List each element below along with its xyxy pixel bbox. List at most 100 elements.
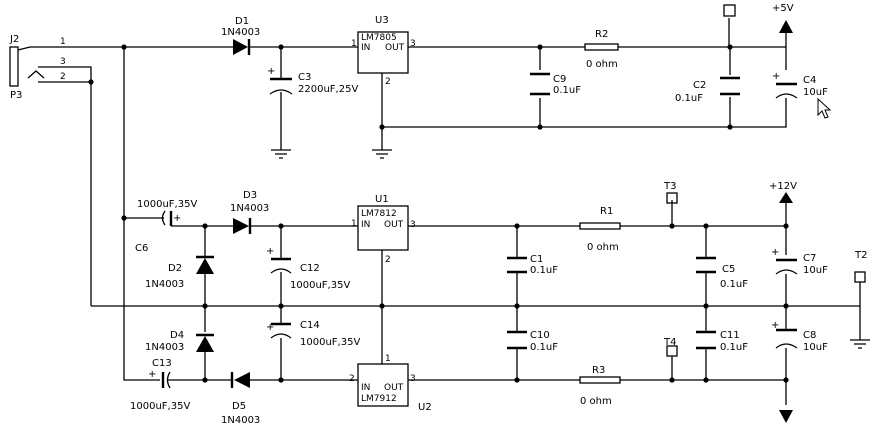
c4-value: 10uF xyxy=(803,87,828,98)
u1-out: OUT xyxy=(384,220,404,230)
u2-part: LM7912 xyxy=(361,394,397,404)
j2-pin3: 3 xyxy=(60,57,66,67)
connector-j2: J2 P3 1 3 2 xyxy=(9,34,66,101)
capacitor-c11: C11 0.1uF xyxy=(696,330,748,353)
d4-ref: D4 xyxy=(170,330,184,341)
capacitor-c3: + C3 2200uF,25V xyxy=(267,66,358,159)
diode-symbol xyxy=(234,372,250,388)
c13-ref: C13 xyxy=(152,358,172,369)
c9-ref: C9 xyxy=(553,74,566,85)
c5-value: 0.1uF xyxy=(720,279,748,290)
r1-ref: R1 xyxy=(600,206,613,217)
c8-polarity: + xyxy=(771,320,779,331)
junction-dot xyxy=(537,124,543,130)
junction-dot xyxy=(202,223,208,229)
capacitor-c8: + C8 10uF xyxy=(771,320,828,353)
junction-dot xyxy=(121,215,127,221)
r1-value: 0 ohm xyxy=(587,242,619,253)
arrow-up-icon xyxy=(779,192,793,203)
regulator-u1: U1 LM7812 IN OUT 1 3 2 xyxy=(351,194,416,265)
p3-label: P3 xyxy=(10,90,22,101)
d3-ref: D3 xyxy=(243,190,257,201)
d2-value: 1N4003 xyxy=(145,279,184,290)
resistor-r2: R2 0 ohm xyxy=(584,29,619,70)
c3-value: 2200uF,25V xyxy=(298,84,358,95)
ground-symbol xyxy=(271,149,291,159)
c13-value: 1000uF,35V xyxy=(130,401,190,412)
junction-dot xyxy=(669,223,675,229)
d4-value: 1N4003 xyxy=(145,342,184,353)
c14-ref: C14 xyxy=(300,320,320,331)
c11-value: 0.1uF xyxy=(720,342,748,353)
plus5-label: +5V xyxy=(772,3,794,14)
junction-dot xyxy=(514,377,520,383)
u3-in: IN xyxy=(361,43,370,53)
capacitor-c4: + C4 10uF xyxy=(772,71,828,99)
u2-in: IN xyxy=(361,383,370,393)
c13-polarity: + xyxy=(148,369,156,380)
junctions xyxy=(88,44,789,383)
u3-part: LM7805 xyxy=(361,33,397,43)
capacitor-c6: + 1000uF,35V C6 xyxy=(135,199,197,254)
plus12-label: +12V xyxy=(769,181,797,192)
j2-pin1: 1 xyxy=(60,37,66,47)
ground-symbol xyxy=(850,339,870,349)
d5-value: 1N4003 xyxy=(221,415,260,423)
t3-label: T3 xyxy=(663,181,676,192)
junction-dot xyxy=(379,303,385,309)
diode-d5: D5 1N4003 xyxy=(221,372,260,423)
u2-ref: U2 xyxy=(418,402,432,413)
d1-value: 1N4003 xyxy=(221,27,260,38)
u1-in: IN xyxy=(361,220,370,230)
diode-d4: D4 1N4003 xyxy=(145,330,214,353)
arrow-up-icon xyxy=(779,20,793,33)
u3-out: OUT xyxy=(385,43,405,53)
u2-pin-in: 2 xyxy=(349,374,355,384)
c14-value: 1000uF,35V xyxy=(300,337,360,348)
capacitor-c13: + C13 1000uF,35V xyxy=(130,358,190,412)
u2-out: OUT xyxy=(384,383,404,393)
junction-dot xyxy=(379,124,385,130)
capacitor-c9: C9 0.1uF xyxy=(530,72,581,96)
diode-symbol xyxy=(196,336,214,352)
r3-value: 0 ohm xyxy=(580,396,612,407)
c2-ref: C2 xyxy=(693,80,706,91)
r2-value: 0 ohm xyxy=(586,59,618,70)
rail-plus12: +12V xyxy=(769,181,797,203)
junction-dot xyxy=(703,303,709,309)
junction-dot xyxy=(278,44,284,50)
junction-dot xyxy=(703,223,709,229)
c12-polarity: + xyxy=(266,246,274,257)
u3-ref: U3 xyxy=(375,15,389,26)
junction-dot xyxy=(278,303,284,309)
testpoint-t3: T3 xyxy=(663,181,678,204)
j2-label: J2 xyxy=(9,34,19,45)
diode-symbol xyxy=(196,258,214,274)
arrow-down-icon xyxy=(779,410,793,423)
testpoint-t2: T2 xyxy=(850,250,870,349)
c3-polarity: + xyxy=(267,66,275,77)
resistor-r1: R1 0 ohm xyxy=(579,206,621,253)
c7-ref: C7 xyxy=(803,253,816,264)
testpoint-t4: T4 xyxy=(663,337,678,357)
junction-dot xyxy=(783,377,789,383)
u1-pin-in: 1 xyxy=(351,219,357,229)
u1-part: LM7812 xyxy=(361,209,397,219)
c8-value: 10uF xyxy=(803,342,828,353)
diode-d2: D2 1N4003 xyxy=(145,255,214,290)
capacitor-c2: C2 0.1uF xyxy=(675,76,740,104)
c10-ref: C10 xyxy=(530,330,550,341)
capacitor-c10: C10 0.1uF xyxy=(507,330,558,353)
ground-symbol xyxy=(372,149,392,159)
junction-dot xyxy=(783,223,789,229)
d5-ref: D5 xyxy=(232,401,246,412)
c7-value: 10uF xyxy=(803,265,828,276)
junction-dot xyxy=(727,124,733,130)
u2-pin-gnd: 1 xyxy=(385,354,391,364)
u3-pin-out: 3 xyxy=(410,39,416,49)
diode-symbol xyxy=(233,39,248,55)
c10-value: 0.1uF xyxy=(530,342,558,353)
capacitor-c14: + C14 1000uF,35V xyxy=(266,320,360,348)
junction-dot xyxy=(514,303,520,309)
c4-ref: C4 xyxy=(803,75,816,86)
